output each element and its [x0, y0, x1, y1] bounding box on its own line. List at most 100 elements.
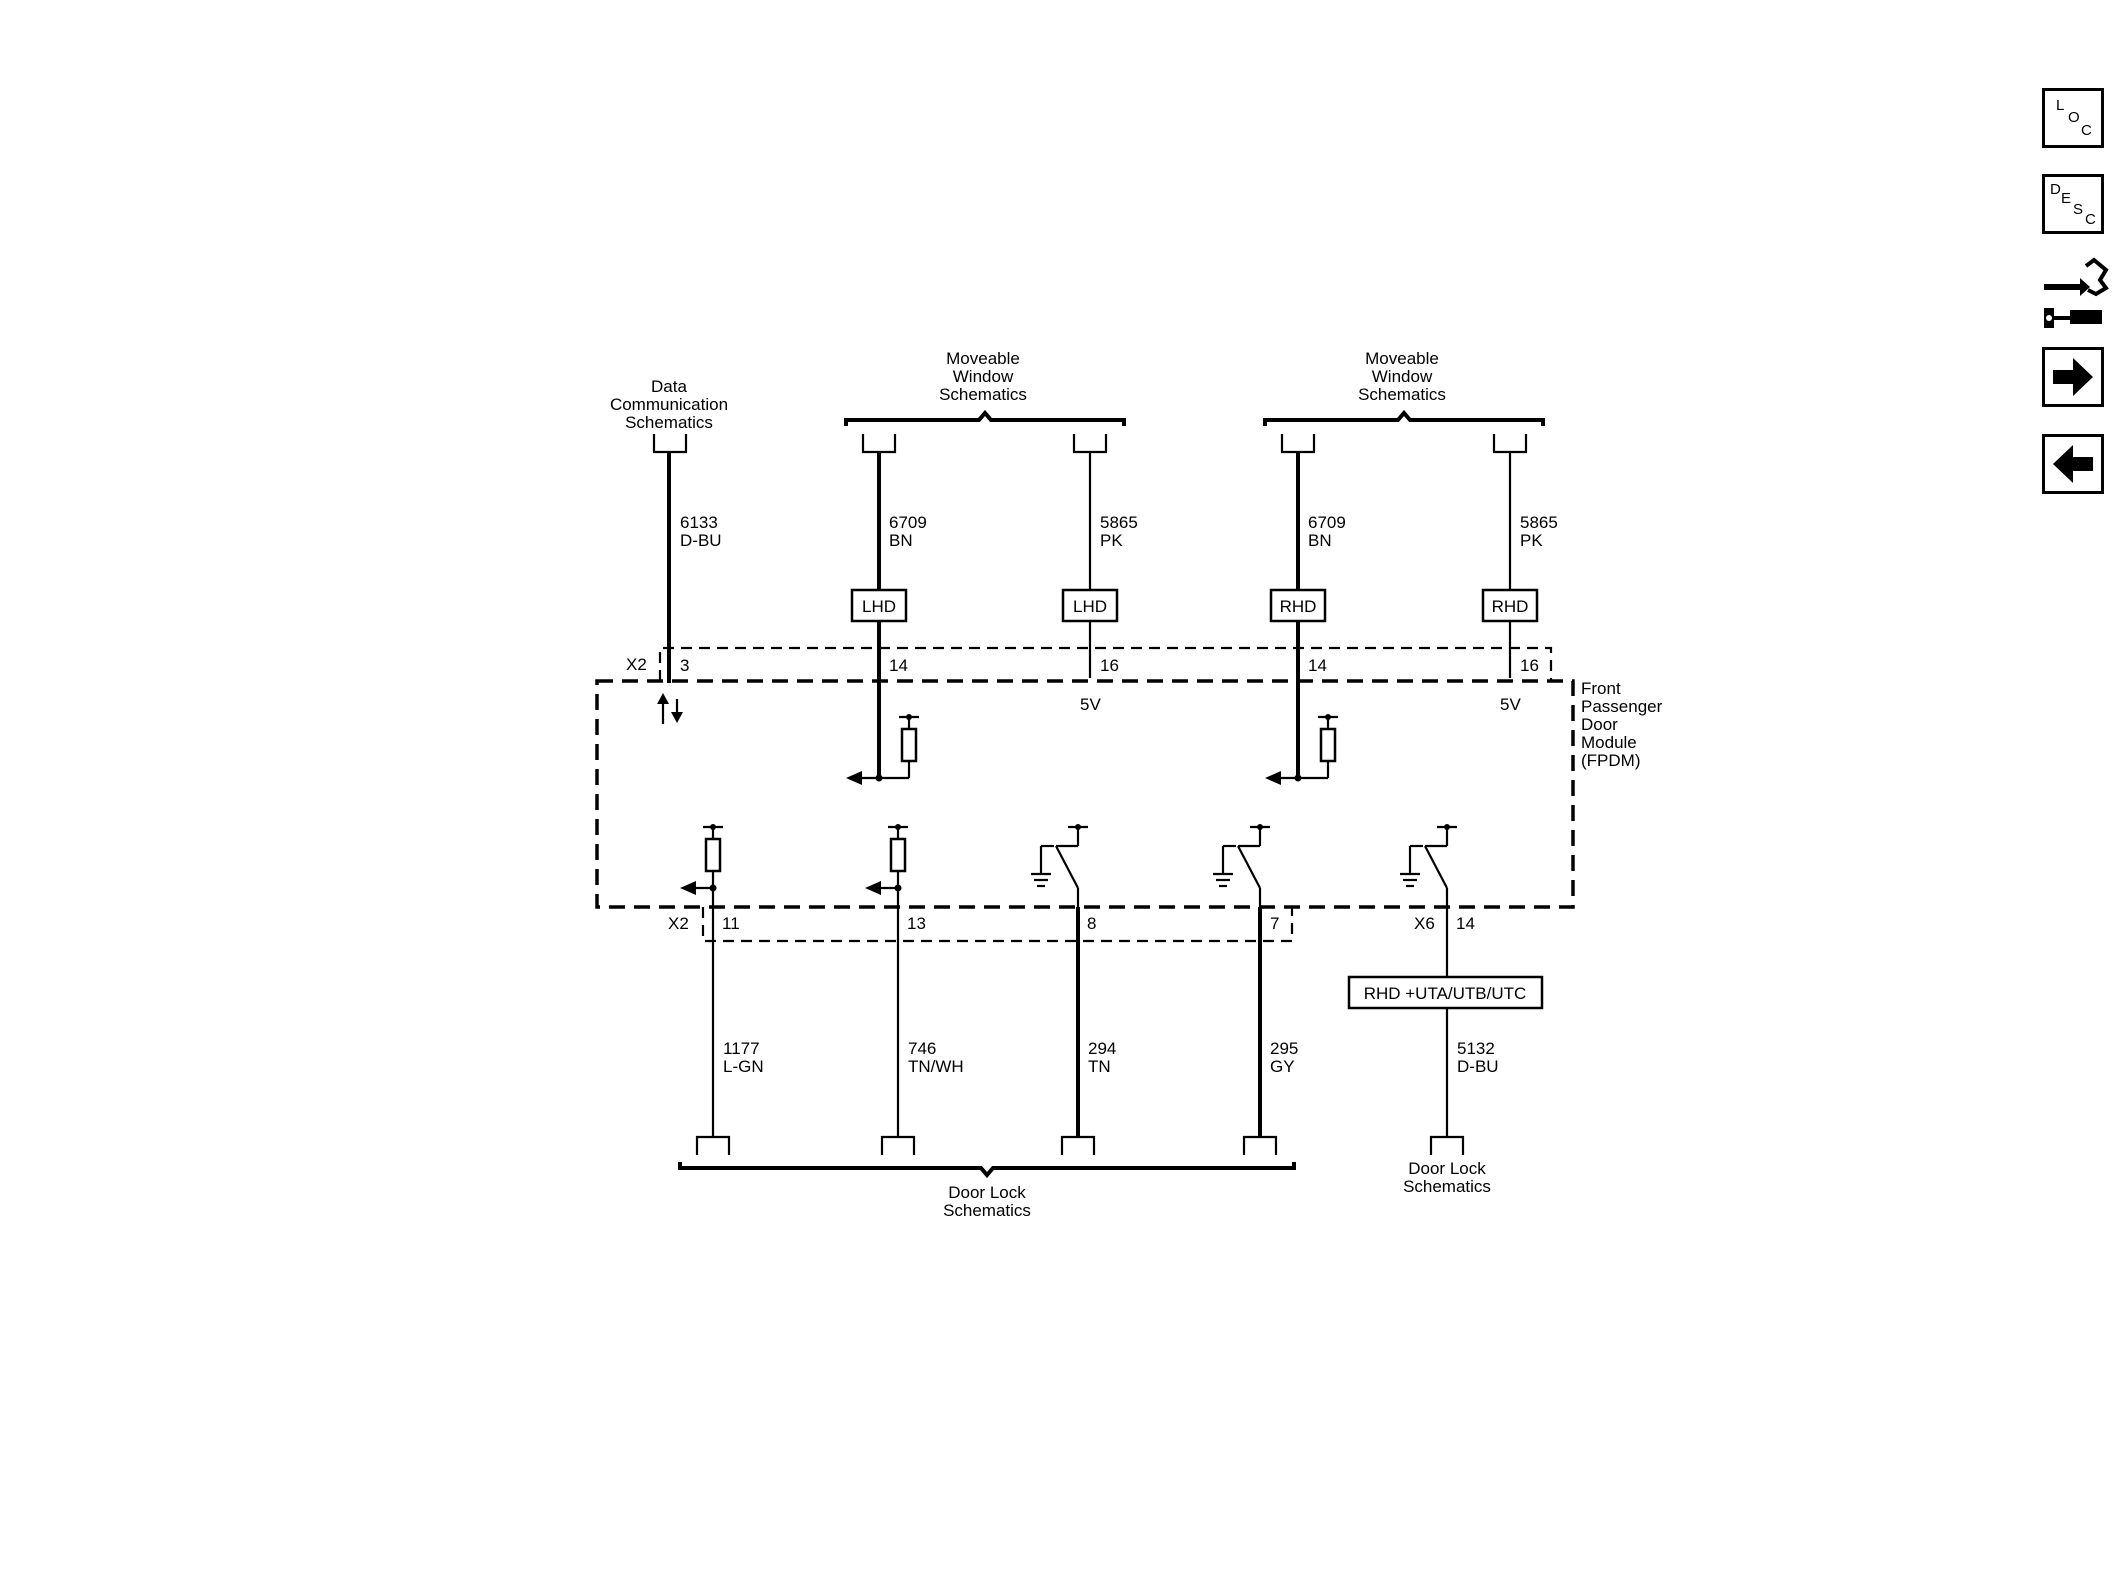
bidirectional-data-arrows-icon — [657, 693, 683, 724]
svg-text:5132: 5132 — [1457, 1039, 1495, 1058]
svg-text:Window: Window — [953, 367, 1014, 386]
pin-14-x6: 14 — [1456, 914, 1475, 933]
top-connector-symbol — [652, 434, 688, 454]
door-lock-label-right: Door Lock Schematics — [1403, 1159, 1491, 1196]
svg-text:295: 295 — [1270, 1039, 1298, 1058]
pull-up-resistor-pin11-icon — [680, 824, 723, 895]
bottom-connector-symbol — [1242, 1135, 1278, 1155]
voltage-5v-rhd: 5V — [1500, 695, 1521, 714]
svg-text:294: 294 — [1088, 1039, 1116, 1058]
svg-text:TN: TN — [1088, 1057, 1111, 1076]
svg-text:RHD: RHD — [1280, 597, 1317, 616]
svg-text:LHD: LHD — [862, 597, 896, 616]
pin-14-lhd: 14 — [889, 656, 908, 675]
pin-13: 13 — [907, 914, 926, 933]
svg-text:(FPDM): (FPDM) — [1581, 751, 1640, 770]
pull-up-resistor-pin13-icon — [865, 824, 908, 895]
svg-text:1177: 1177 — [723, 1039, 760, 1058]
connector-repair-icon — [2044, 257, 2109, 328]
switch-to-ground-x6-14-icon — [1400, 824, 1457, 907]
svg-text:Schematics: Schematics — [1358, 385, 1446, 404]
circuit-label-295: 295 GY — [1270, 1039, 1298, 1076]
option-box-lhd-left: LHD — [850, 588, 908, 623]
pin-16-lhd: 16 — [1100, 656, 1119, 675]
top-connector-symbol — [861, 434, 897, 454]
svg-text:6709: 6709 — [889, 513, 927, 532]
desc-letter: E — [2061, 190, 2072, 207]
svg-text:5865: 5865 — [1100, 513, 1138, 532]
svg-text:D-BU: D-BU — [1457, 1057, 1499, 1076]
option-box-rhd-left: RHD — [1269, 588, 1327, 623]
connector-x2-bottom-label: X2 — [668, 914, 689, 933]
data-communication-label: Data Communication Schematics — [610, 377, 728, 432]
svg-text:Door Lock: Door Lock — [948, 1183, 1026, 1202]
connector-x2-top-label: X2 — [626, 655, 647, 674]
desc-letter: D — [2050, 181, 2061, 198]
desc-button[interactable]: D E S C — [2042, 174, 2104, 234]
svg-text:5865: 5865 — [1520, 513, 1558, 532]
circuit-label-1177: 1177 L-GN — [723, 1039, 764, 1076]
pull-up-resistor-rhd-icon — [1265, 714, 1338, 785]
svg-text:Door Lock: Door Lock — [1408, 1159, 1486, 1178]
left-arrow-icon — [2053, 445, 2093, 483]
svg-text:BN: BN — [1308, 531, 1332, 550]
svg-text:BN: BN — [889, 531, 913, 550]
brace-window-left — [844, 409, 1126, 426]
svg-text:LHD: LHD — [1073, 597, 1107, 616]
svg-text:Window: Window — [1372, 367, 1433, 386]
svg-text:L-GN: L-GN — [723, 1057, 764, 1076]
svg-text:6709: 6709 — [1308, 513, 1346, 532]
voltage-5v-lhd: 5V — [1080, 695, 1101, 714]
svg-text:746: 746 — [908, 1039, 936, 1058]
circuit-label-746: 746 TN/WH — [908, 1039, 964, 1076]
moveable-window-label-left: Moveable Window Schematics — [939, 349, 1027, 404]
option-box-rhd-uta: RHD +UTA/UTB/UTC — [1347, 975, 1544, 1010]
svg-text:Schematics: Schematics — [1403, 1177, 1491, 1196]
right-arrow-icon — [2053, 358, 2093, 396]
circuit-label-5865-lhd: 5865 PK — [1100, 513, 1138, 550]
brace-door-lock — [678, 1162, 1296, 1179]
svg-text:GY: GY — [1270, 1057, 1295, 1076]
connector-repair-button[interactable] — [2040, 254, 2110, 334]
bottom-connector-symbol — [1060, 1135, 1096, 1155]
svg-text:RHD +UTA/UTB/UTC: RHD +UTA/UTB/UTC — [1364, 984, 1527, 1003]
svg-text:Data: Data — [651, 377, 687, 396]
loc-button[interactable]: L O C — [2042, 88, 2104, 148]
top-connector-symbol — [1280, 434, 1316, 454]
desc-letter: S — [2073, 201, 2084, 218]
svg-text:Schematics: Schematics — [943, 1201, 1031, 1220]
connector-x6-label: X6 — [1414, 914, 1435, 933]
pin-3: 3 — [680, 656, 689, 675]
svg-text:Passenger: Passenger — [1581, 697, 1663, 716]
svg-text:Moveable: Moveable — [946, 349, 1020, 368]
svg-text:6133: 6133 — [680, 513, 718, 532]
switch-to-ground-pin7-icon — [1213, 824, 1270, 907]
svg-text:Schematics: Schematics — [939, 385, 1027, 404]
top-connector-symbol — [1072, 434, 1108, 454]
circuit-label-5132: 5132 D-BU — [1457, 1039, 1499, 1076]
option-box-rhd-right: RHD — [1481, 588, 1539, 623]
loc-letter: O — [2068, 109, 2080, 126]
svg-text:Schematics: Schematics — [625, 413, 713, 432]
svg-text:Moveable: Moveable — [1365, 349, 1439, 368]
connector-x2-top-outline — [658, 646, 1553, 681]
pin-14-rhd: 14 — [1308, 656, 1327, 675]
circuit-label-6709-rhd: 6709 BN — [1308, 513, 1346, 550]
connector-x2-bottom-outline — [701, 907, 1294, 943]
circuit-label-6709-lhd: 6709 BN — [889, 513, 927, 550]
circuit-label-5865-rhd: 5865 PK — [1520, 513, 1558, 550]
pull-up-resistor-lhd-icon — [846, 714, 919, 785]
loc-letter: L — [2056, 97, 2065, 114]
bottom-connector-symbol — [1429, 1135, 1465, 1155]
loc-letter: C — [2081, 122, 2092, 139]
switch-to-ground-pin8-icon — [1031, 824, 1088, 907]
next-page-button[interactable] — [2042, 347, 2104, 407]
svg-text:Front: Front — [1581, 679, 1621, 698]
svg-text:Communication: Communication — [610, 395, 728, 414]
svg-text:PK: PK — [1520, 531, 1543, 550]
option-box-lhd-right: LHD — [1061, 588, 1119, 623]
previous-page-button[interactable] — [2042, 434, 2104, 494]
pin-11: 11 — [722, 914, 740, 933]
pin-7: 7 — [1270, 914, 1279, 933]
